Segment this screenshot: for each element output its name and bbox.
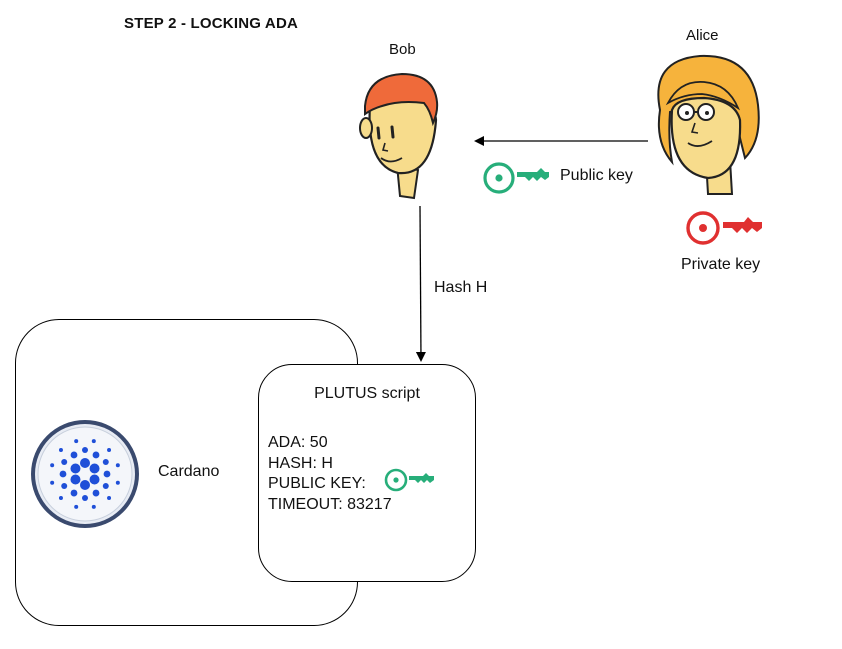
alice-avatar-icon (657, 54, 760, 195)
cardano-logo-dot (91, 439, 96, 444)
public-key-field: PUBLIC KEY: (268, 475, 366, 492)
cardano-logo-dot (102, 459, 109, 465)
cardano-logo-dot (70, 463, 81, 474)
alice-label: Alice (686, 27, 719, 44)
private-key-icon (686, 211, 762, 245)
cardano-logo-dot (92, 489, 100, 497)
cardano-logo-dot (92, 451, 100, 459)
private-key-label: Private key (681, 256, 761, 273)
plutus-script-box: PLUTUS script ADA: 50 HASH: H PUBLIC KEY… (258, 364, 476, 582)
plutus-public-key-icon (384, 468, 434, 492)
cardano-logo-dot (80, 480, 90, 490)
cardano-logo-dot (107, 447, 112, 452)
plutus-script-title: PLUTUS script (314, 385, 420, 402)
bob-label: Bob (389, 41, 416, 58)
bob-avatar-icon (359, 72, 439, 200)
hash-h-label: Hash H (434, 279, 488, 296)
cardano-logo-dot (74, 504, 79, 509)
cardano-logo-dot (70, 474, 81, 485)
cardano-logo-dot (70, 489, 78, 497)
cardano-logo-dot (107, 496, 112, 501)
diagram-title: STEP 2 - LOCKING ADA (124, 15, 299, 32)
cardano-logo-dot (115, 463, 120, 468)
public-key-label: Public key (560, 167, 633, 184)
cardano-logo-dot (61, 459, 68, 465)
cardano-logo-dot (50, 480, 55, 485)
public-key-icon (483, 162, 549, 194)
cardano-logo-dot (82, 495, 88, 501)
cardano-logo-dot (59, 470, 67, 478)
cardano-logo-dot (80, 458, 90, 468)
cardano-logo-dot (58, 447, 63, 452)
hash-field: HASH: H (268, 454, 333, 472)
arrow-bob-to-plutus (415, 205, 426, 362)
cardano-logo-dot (115, 480, 120, 485)
ada-field: ADA: 50 (268, 434, 328, 451)
cardano-logo-dot (70, 451, 78, 459)
cardano-logo-dot (103, 470, 111, 478)
cardano-logo-dot (91, 504, 96, 509)
cardano-logo-dot (102, 483, 109, 489)
cardano-logo-dot (89, 463, 100, 474)
cardano-logo-dot (61, 483, 68, 489)
timeout-field: TIMEOUT: 83217 (268, 495, 392, 513)
plutus-script-fields: ADA: 50 HASH: H PUBLIC KEY: TIMEOUT: 832… (268, 433, 392, 515)
cardano-logo-dot (74, 439, 79, 444)
cardano-logo-dot (50, 463, 55, 468)
cardano-logo-dot (82, 447, 88, 453)
cardano-label: Cardano (158, 463, 220, 480)
cardano-logo-dot (58, 496, 63, 501)
cardano-logo-icon (31, 420, 139, 528)
cardano-logo-dot (89, 474, 100, 485)
